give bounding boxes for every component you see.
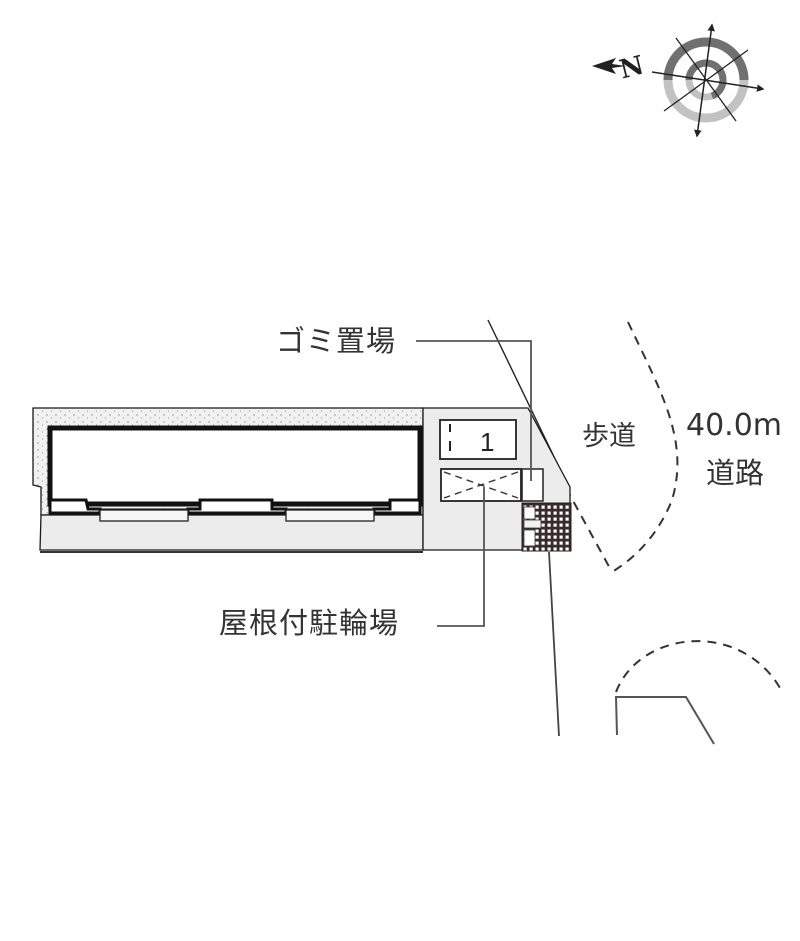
sidewalk-label: 歩道 [582, 421, 636, 452]
parking-space-number: 1 [480, 427, 494, 457]
road-label: 道路 [706, 456, 765, 490]
building [47, 425, 423, 522]
garbage-area-label: ゴミ置場 [276, 324, 397, 358]
bicycle-parking-label: 屋根付駐輪場 [219, 606, 400, 640]
bicycle-parking [440, 468, 522, 502]
entrance-grid [521, 502, 572, 552]
parking-space: 1 [439, 419, 517, 460]
leader-lines [416, 340, 532, 627]
road-width-label: 40.0m [686, 408, 783, 443]
compass-rose-icon [592, 23, 765, 138]
garbage-area [521, 468, 544, 502]
north-arrow-icon [592, 58, 626, 74]
